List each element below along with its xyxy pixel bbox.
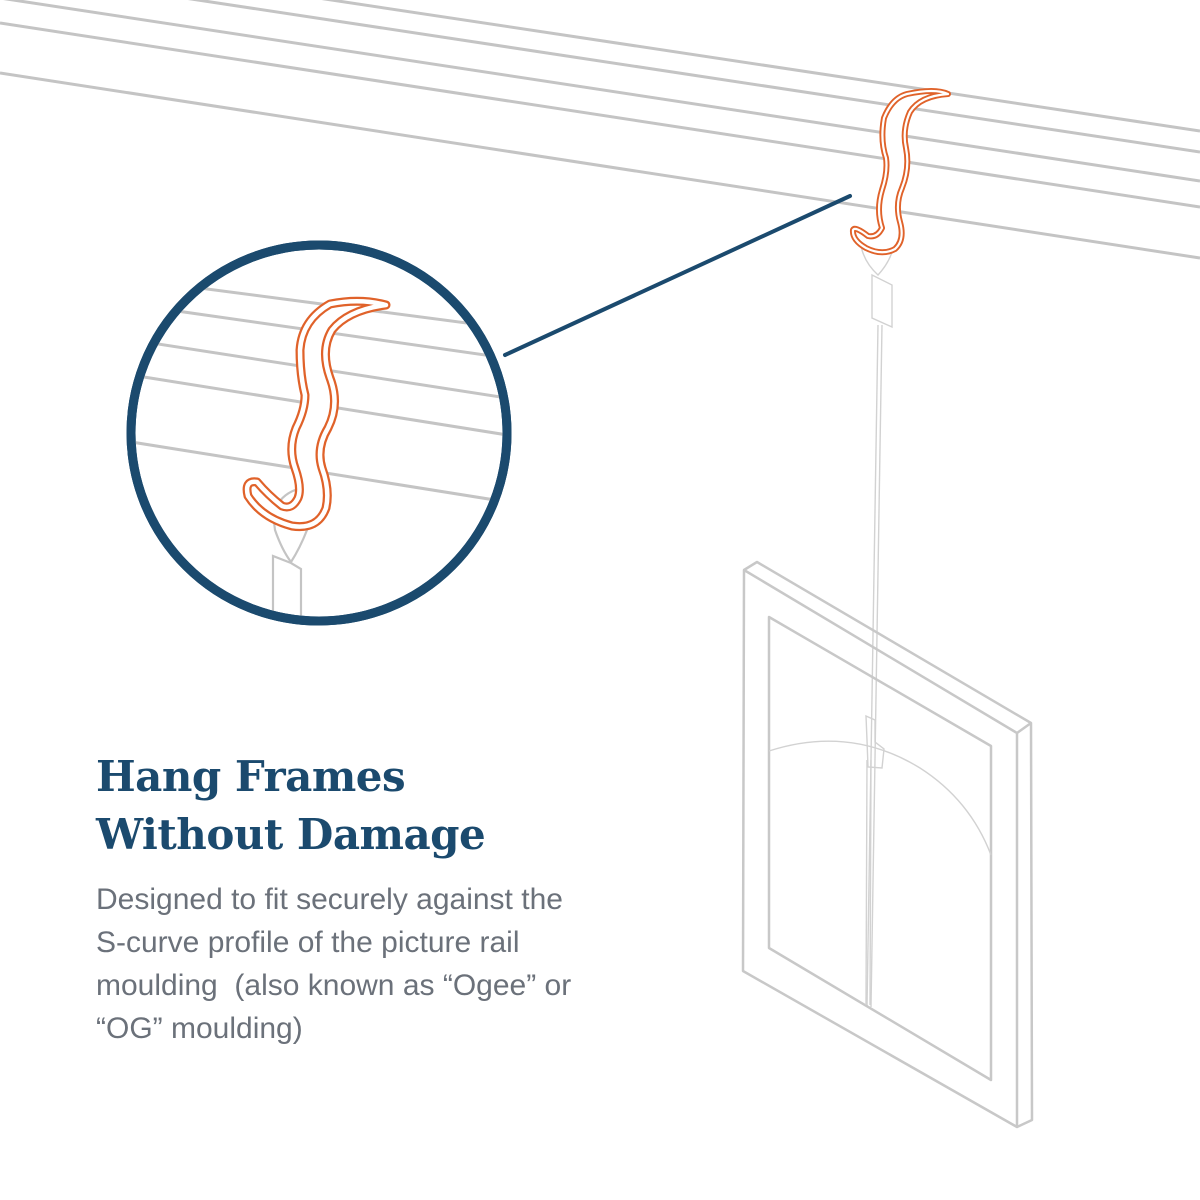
rail-line [0, 71, 1200, 260]
picture-rail-moulding [0, 0, 1200, 260]
description-line-2: S-curve profile of the picture rail [96, 926, 520, 959]
description: Designed to fit securely against the S-c… [96, 878, 656, 1050]
frame-wire-clip [865, 714, 885, 769]
wire-tag [871, 273, 893, 329]
callout-connector-line [503, 194, 852, 357]
headline-line-1: Hang Frames [96, 752, 406, 801]
rail-line [0, 21, 1200, 209]
description-line-3: moulding (also known as “Ogee” or [96, 969, 572, 1002]
rail-line [187, 0, 1200, 154]
small-picture-hook [849, 88, 951, 329]
description-line-1: Designed to fit securely against the [96, 883, 563, 916]
description-line-4: “OG” moulding) [96, 1012, 303, 1045]
headline: Hang Frames Without Damage [96, 748, 656, 864]
rail-line [321, 0, 1200, 133]
headline-line-2: Without Damage [96, 810, 486, 859]
picture-frame [741, 560, 1034, 1129]
frame-wire-arc [768, 740, 992, 856]
hanging-wire [866, 324, 883, 1008]
rail-line [3, 0, 1200, 183]
zoom-callout [126, 240, 512, 626]
text-block: Hang Frames Without Damage Designed to f… [96, 748, 656, 1050]
